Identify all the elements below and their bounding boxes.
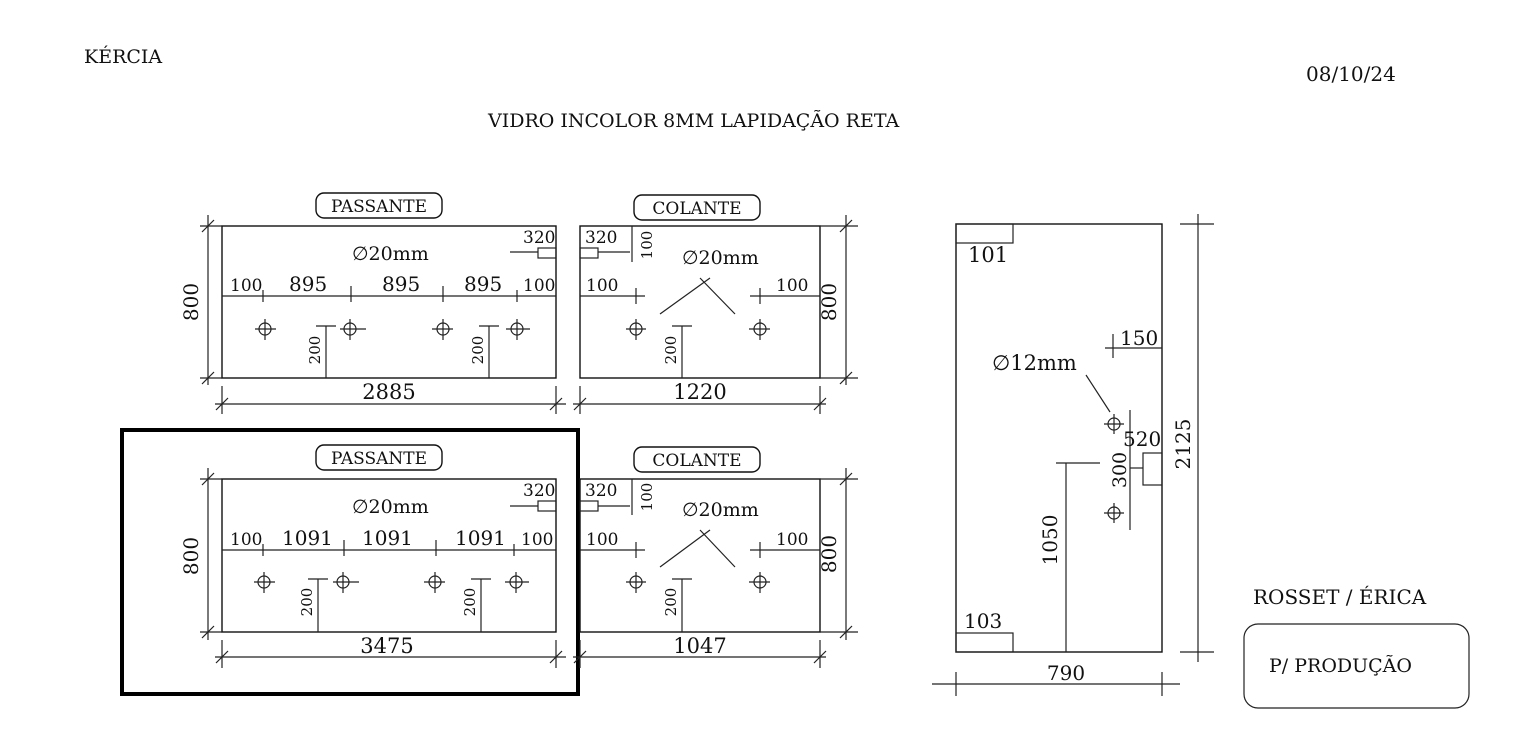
- notch-height-label: 100: [638, 483, 656, 512]
- drill-hole-marks: [255, 319, 530, 340]
- height-label: 800: [179, 537, 203, 575]
- notch-label: 320: [523, 481, 555, 501]
- colante-tag-box: [633, 194, 761, 221]
- notch-mark: [579, 500, 599, 512]
- height-label: 2125: [1171, 419, 1195, 470]
- hole-diameter-label: ∅12mm: [992, 351, 1077, 375]
- passante-tag-box: [315, 192, 443, 219]
- panel-top-passante: PASSANTE 800 320 ∅20mm 100 895 895 895 1…: [179, 192, 566, 414]
- production-stamp-label: P/ PRODUÇÃO: [1269, 655, 1412, 677]
- passante-tag-box: [315, 444, 443, 471]
- top-notch-label: 101: [968, 243, 1008, 267]
- drop-label: 200: [662, 336, 680, 365]
- selection-highlight-box: [120, 428, 580, 696]
- edge-left-label: 100: [230, 276, 262, 296]
- drawing-date: 08/10/24: [1306, 62, 1396, 86]
- panel-door: 101 103 ∅12mm 150 300 520 1050 2125 790: [932, 214, 1214, 696]
- glass-panel-outline: [221, 478, 557, 633]
- glass-panel-outline: [579, 225, 821, 379]
- hole-diameter-label: ∅20mm: [352, 243, 429, 265]
- lock-cutout-mark: [1142, 452, 1163, 486]
- height-label: 800: [817, 283, 841, 321]
- edge-right-label: 100: [776, 530, 808, 550]
- hole-diameter-label: ∅20mm: [682, 247, 759, 269]
- edge-right-label: 100: [521, 530, 553, 550]
- segment-c-label: 895: [464, 272, 502, 296]
- glass-panel-outline: [221, 225, 557, 379]
- drop-left-label: 200: [306, 336, 324, 365]
- notch-width-label: 320: [585, 481, 617, 501]
- edge-right-label: 100: [776, 276, 808, 296]
- hinge-offset-label: 150: [1120, 326, 1158, 350]
- top-notch-mark: [955, 223, 1014, 244]
- hole-height-label: 1050: [1038, 515, 1062, 566]
- colante-tag-box: [633, 446, 761, 473]
- production-stamp-box: [1243, 623, 1470, 709]
- notch-width-label: 320: [585, 228, 617, 248]
- height-label: 800: [179, 283, 203, 321]
- segment-b-label: 1091: [362, 526, 413, 550]
- colante-tag-label: COLANTE: [652, 199, 741, 219]
- notch-height-label: 100: [638, 231, 656, 260]
- width-label: 1220: [673, 380, 726, 404]
- hole-spacing-label: 300: [1109, 452, 1131, 488]
- passante-tag-label: PASSANTE: [331, 197, 427, 217]
- edge-right-label: 100: [523, 276, 555, 296]
- hole-diameter-label: ∅20mm: [682, 499, 759, 521]
- segment-b-label: 895: [382, 272, 420, 296]
- drill-hole-marks: [626, 319, 770, 340]
- hole-diameter-label: ∅20mm: [352, 496, 429, 518]
- drill-hole-marks: [626, 572, 770, 593]
- assignee-names: ROSSET / ÉRICA: [1253, 585, 1427, 609]
- drop-label: 200: [662, 588, 680, 617]
- height-label: 800: [817, 535, 841, 573]
- drop-right-label: 200: [469, 336, 487, 365]
- segment-a-label: 895: [289, 272, 327, 296]
- notch-mark: [537, 500, 557, 512]
- lock-width-label: 520: [1123, 427, 1161, 451]
- notch-mark: [537, 247, 557, 259]
- passante-tag-label: PASSANTE: [331, 449, 427, 469]
- panel-top-colante: COLANTE 320 100 ∅20mm 100 100 200 800 12…: [573, 194, 858, 414]
- client-name: KÉRCIA: [84, 45, 162, 68]
- edge-left-label: 100: [586, 276, 618, 296]
- glass-panel-outline: [955, 223, 1163, 653]
- width-label: 2885: [362, 380, 415, 404]
- drill-hole-marks: [254, 572, 529, 593]
- width-label: 790: [1047, 661, 1085, 685]
- colante-tag-label: COLANTE: [652, 451, 741, 471]
- segment-c-label: 1091: [455, 526, 506, 550]
- edge-left-label: 100: [230, 530, 262, 550]
- bottom-notch-label: 103: [964, 609, 1002, 633]
- edge-left-label: 100: [586, 530, 618, 550]
- segment-a-label: 1091: [282, 526, 333, 550]
- panel-bottom-passante: PASSANTE 800 320 ∅20mm 100 1091 1091 109…: [179, 444, 566, 668]
- width-label: 3475: [360, 634, 413, 658]
- panel-bottom-colante: COLANTE 320 100 ∅20mm 100 100 200 800 10…: [573, 446, 858, 668]
- drill-hole-marks: [1104, 414, 1124, 523]
- notch-label: 320: [523, 228, 555, 248]
- width-label: 1047: [673, 634, 726, 658]
- glass-spec-title: VIDRO INCOLOR 8MM LAPIDAÇÃO RETA: [487, 110, 899, 132]
- drop-left-label: 200: [298, 588, 316, 617]
- glass-panel-outline: [579, 478, 821, 633]
- bottom-notch-mark: [955, 632, 1014, 653]
- notch-mark: [579, 247, 599, 259]
- drop-right-label: 200: [461, 588, 479, 617]
